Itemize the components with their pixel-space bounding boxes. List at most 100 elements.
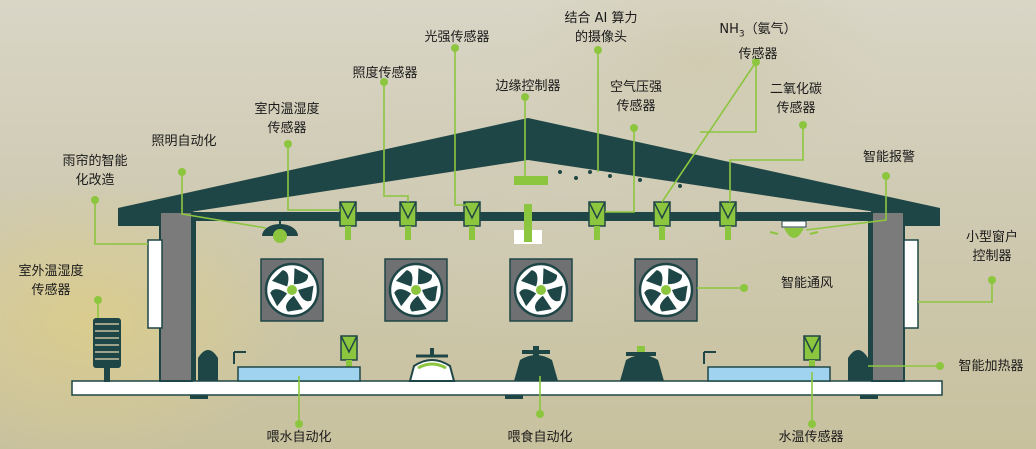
ceiling-sensors (339, 201, 821, 372)
label-nh3-sub: 3 (738, 29, 745, 40)
callout-dot (451, 44, 459, 52)
label-rain-curtain: 雨帘的智能 化改造 (50, 152, 140, 190)
label-outdoor-temp-humidity: 室外温湿度 传感器 (6, 262, 96, 300)
callout-dot (380, 78, 388, 86)
floor-foot-mid (505, 395, 523, 399)
callout-dot (94, 296, 102, 304)
roof (118, 118, 940, 226)
label-nh3-line2: 传感器 (738, 46, 778, 62)
callout-line (454, 48, 472, 206)
label-water-temp-sensor: 水温传感器 (778, 430, 844, 445)
callout-dot (295, 420, 303, 428)
label-nh3-prefix: NH (719, 22, 739, 37)
callout-line (805, 176, 887, 231)
label-air-pressure-line1: 空气压强 (609, 80, 662, 95)
label-co2-line1: 二氧化碳 (769, 82, 822, 97)
label-outdoor-line2: 传感器 (31, 283, 71, 298)
callout-dot (594, 46, 602, 54)
callout-dot (740, 284, 748, 292)
label-window-line1: 小型窗户 (965, 230, 1018, 245)
label-co2-line2: 传感器 (776, 101, 816, 116)
callout-dot (178, 168, 186, 176)
fan-icon (509, 258, 573, 322)
fans (260, 258, 698, 322)
label-indoor-temp-humidity: 室内温湿度 传感器 (242, 100, 332, 138)
label-co2-sensor: 二氧化碳 传感器 (756, 80, 836, 118)
label-air-pressure-line2: 传感器 (616, 99, 656, 114)
label-ai-camera-line2: 的摄像头 (574, 30, 627, 45)
feeder-icon (408, 348, 456, 382)
label-smart-ventilation: 智能通风 (780, 276, 833, 291)
callout-line (918, 280, 993, 303)
right-column (871, 211, 905, 382)
edge-controller-core (524, 204, 532, 242)
heater-icon (848, 350, 868, 381)
label-lighting-automation: 照明自动化 (151, 134, 217, 149)
label-nh3-suffix: （氨气） (744, 22, 797, 37)
label-smart-alarm: 智能报警 (862, 150, 915, 165)
callout-line (94, 200, 148, 245)
label-edge-controller: 边缘控制器 (495, 79, 561, 94)
left-curtain-panel (147, 239, 163, 329)
label-window-controller: 小型窗户 控制器 (954, 228, 1030, 266)
sensor-icon (803, 335, 821, 372)
fan-icon (260, 258, 324, 322)
label-curtain-line1: 雨帘的智能 (62, 154, 128, 169)
camera-icon (514, 176, 548, 185)
fan-icon (634, 258, 698, 322)
alarm-light-icon (769, 220, 819, 238)
callout-line (181, 172, 267, 229)
sensor-icon (340, 335, 358, 372)
label-illuminance-sensor: 照度传感器 (352, 66, 418, 81)
callout-dot (521, 93, 529, 101)
floor-foot-left (190, 395, 208, 399)
feeder-icon (620, 346, 664, 381)
floor-foot-right (860, 395, 878, 399)
callout-dot (91, 196, 99, 204)
right-wall-line (868, 221, 872, 381)
left-wall-line (192, 221, 196, 381)
fan-icon (384, 258, 448, 322)
feeder-icon (514, 346, 558, 381)
callout-line (700, 62, 757, 133)
sensor-icon (339, 201, 357, 240)
label-smart-heater: 智能加热器 (958, 359, 1024, 374)
callout-dot (630, 124, 638, 132)
label-ai-camera-line1: 结合 AI 算力 (564, 11, 638, 26)
label-ai-camera: 结合 AI 算力 的摄像头 (546, 9, 656, 47)
label-curtain-line2: 化改造 (75, 173, 115, 188)
callout-line (287, 144, 340, 211)
callout-dot (936, 362, 944, 370)
lamp-icon (262, 221, 298, 243)
eave-dots (558, 170, 682, 188)
label-window-line2: 控制器 (972, 249, 1012, 264)
label-indoor-line2: 传感器 (267, 121, 307, 136)
sensor-icon (588, 201, 606, 240)
label-outdoor-line1: 室外温湿度 (18, 264, 84, 279)
sensor-icon (399, 201, 417, 240)
label-food-feeding: 喂食自动化 (507, 430, 573, 445)
sensor-icon (719, 201, 737, 240)
ceiling-beam (190, 212, 876, 221)
label-indoor-line1: 室内温湿度 (254, 102, 320, 117)
left-column (159, 211, 193, 382)
callout-line (383, 82, 409, 202)
right-curtain-panel (903, 239, 919, 329)
thermometer-shelter-icon (93, 318, 121, 382)
label-nh3-sensor: NH3（氨气） 传感器 (698, 20, 818, 64)
label-nh3-line1: NH3（氨气） (698, 20, 818, 45)
callout-dot (882, 172, 890, 180)
callout-line (729, 125, 804, 202)
heater-icon (198, 350, 218, 381)
label-air-pressure-sensor: 空气压强 传感器 (596, 78, 676, 116)
sensor-icon (463, 201, 481, 240)
callout-dot (799, 121, 807, 129)
callout-dot (284, 140, 292, 148)
callout-dot (752, 58, 760, 66)
drinker-icon (703, 351, 831, 382)
callout-line (605, 128, 635, 213)
callout-dot (808, 420, 816, 428)
label-light-intensity-sensor: 光强传感器 (424, 30, 490, 45)
label-water-feeding: 喂水自动化 (266, 430, 332, 445)
